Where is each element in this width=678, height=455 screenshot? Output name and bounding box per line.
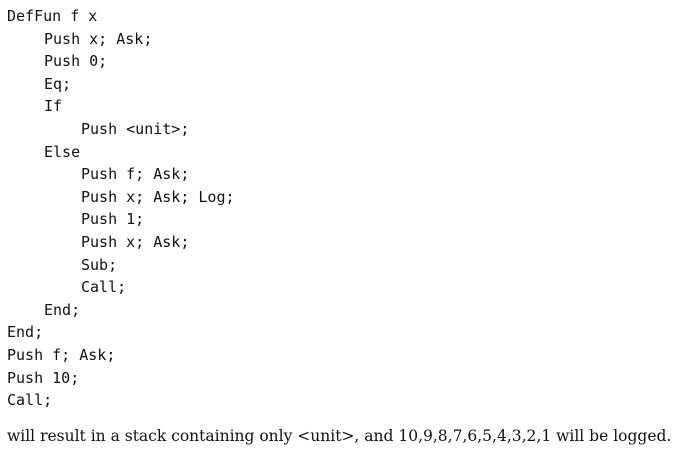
code-line-call-inner: Call; <box>81 278 127 297</box>
code-line-eq: Eq; <box>44 74 72 93</box>
code-line-push-f-ask-outer: Push f; Ask; <box>7 345 116 364</box>
code-line-sub: Sub; <box>81 255 118 274</box>
code-line-push-x-ask: Push x; Ask; <box>44 29 153 48</box>
code-line-push-f-ask: Push f; Ask; <box>81 165 190 184</box>
code-line-push-x-ask-log: Push x; Ask; Log; <box>81 187 235 206</box>
code-line-push-x-ask-2: Push x; Ask; <box>81 232 190 251</box>
code-line-push-1: Push 1; <box>81 210 145 229</box>
code-line-call-outer: Call; <box>7 391 53 410</box>
code-line-deffun: DefFun f x <box>7 7 98 25</box>
code-line-else: Else <box>44 142 81 161</box>
result-description: will result in a stack containing only <… <box>7 427 672 445</box>
code-line-push-10: Push 10; <box>7 368 80 387</box>
code-line-if: If <box>44 97 63 116</box>
code-line-end-if: End; <box>44 300 81 319</box>
code-line-end-fun: End; <box>7 323 44 342</box>
code-line-push-unit: Push <unit>; <box>81 119 190 138</box>
code-listing: DefFun f x Push x; Ask; Push 0; Eq; If P… <box>7 5 235 412</box>
code-line-push-0: Push 0; <box>44 52 108 71</box>
